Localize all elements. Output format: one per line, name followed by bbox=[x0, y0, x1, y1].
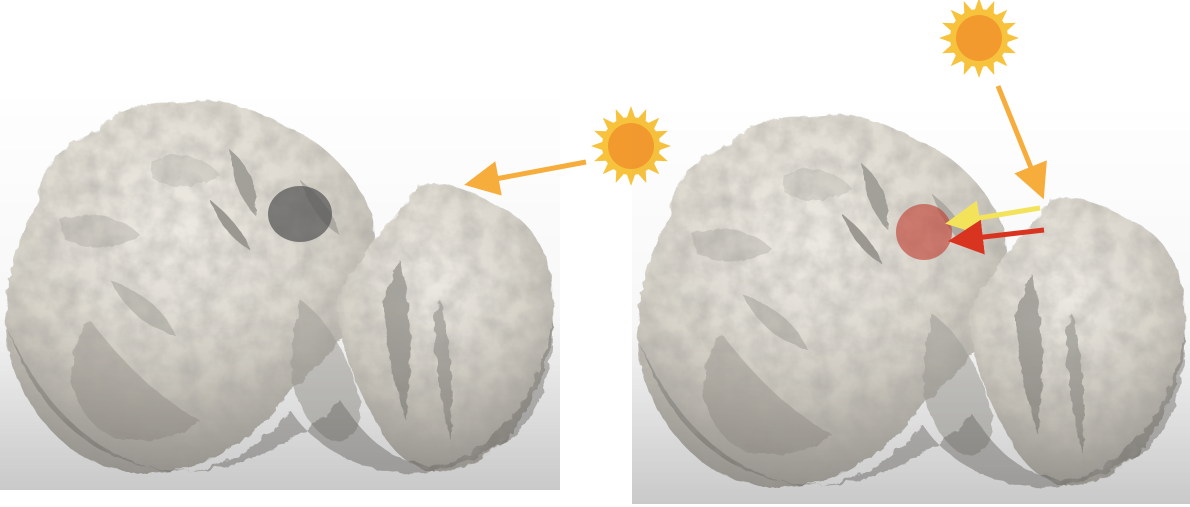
comet-nucleus-right bbox=[632, 104, 1190, 504]
illuminated-region-right bbox=[896, 204, 952, 260]
sun-icon-right bbox=[939, 0, 1019, 78]
left-panel bbox=[0, 90, 671, 490]
shadowed-region-left bbox=[268, 186, 332, 242]
comet-nucleus-left bbox=[0, 90, 560, 490]
right-panel bbox=[632, 0, 1190, 504]
